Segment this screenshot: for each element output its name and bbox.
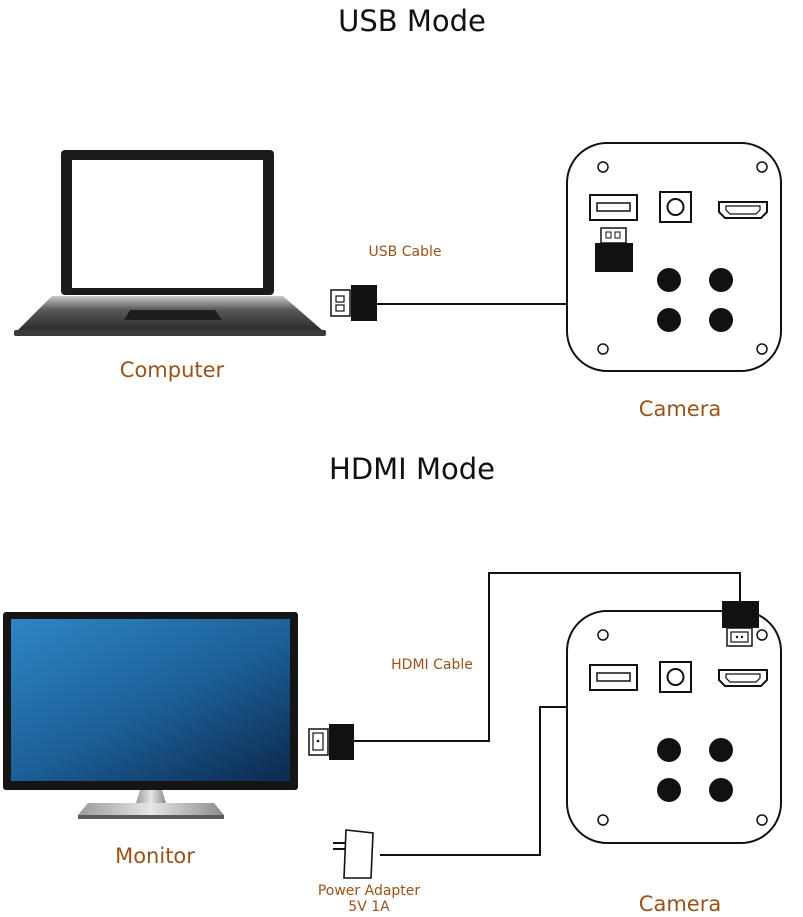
hdmi-port-icon (718, 669, 768, 687)
hdmi-plug-icon (722, 601, 759, 647)
power-adapter-icon (333, 829, 374, 879)
usb-plug-icon (595, 227, 633, 272)
knob-icon (657, 308, 681, 332)
power-adapter-label: Power Adapter (318, 883, 421, 899)
computer-label: Computer (120, 358, 225, 382)
dc-port-icon (659, 191, 692, 223)
hdmi-cable-line (354, 572, 741, 742)
knob-icon (709, 778, 733, 802)
knob-icon (657, 738, 681, 762)
knob-icon (709, 268, 733, 292)
monitor-icon (3, 612, 298, 819)
camera-label-usb: Camera (639, 397, 721, 421)
camera-label-hdmi: Camera (639, 892, 721, 916)
usb-mode-title: USB Mode (338, 4, 486, 38)
screw-hole-icon (756, 814, 768, 826)
usb-port-icon (589, 194, 638, 221)
knob-icon (709, 738, 733, 762)
usb-cable-label: USB Cable (369, 244, 442, 260)
screw-hole-icon (597, 343, 609, 355)
screw-hole-icon (756, 161, 768, 173)
hdmi-mode-title: HDMI Mode (329, 452, 495, 486)
laptop-icon (14, 150, 326, 336)
hdmi-cable-label: HDMI Cable (391, 657, 473, 673)
usb-plug-icon (330, 285, 377, 321)
monitor-label: Monitor (115, 844, 195, 868)
knob-icon (657, 268, 681, 292)
knob-icon (657, 778, 681, 802)
hdmi-plug-icon (308, 724, 354, 760)
screw-hole-icon (597, 629, 609, 641)
camera-hdmi (566, 610, 782, 844)
usb-port-icon (589, 664, 638, 691)
screw-hole-icon (756, 629, 768, 641)
screw-hole-icon (597, 814, 609, 826)
knob-icon (709, 308, 733, 332)
screw-hole-icon (756, 343, 768, 355)
hdmi-port-icon (718, 201, 768, 219)
screw-hole-icon (597, 161, 609, 173)
camera-usb (566, 142, 782, 372)
dc-port-icon (659, 661, 692, 693)
power-adapter-spec: 5V 1A (348, 899, 390, 915)
